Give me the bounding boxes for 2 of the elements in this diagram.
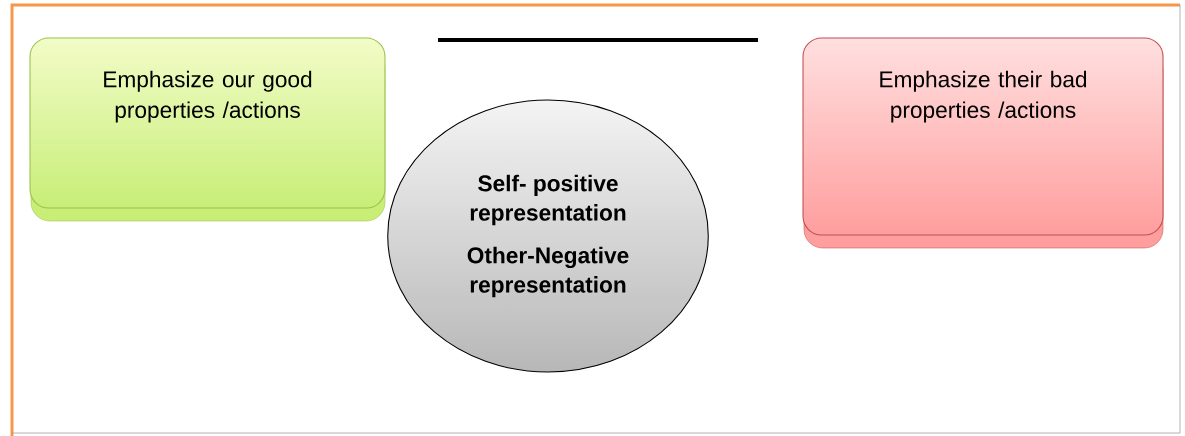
rounded-box: Emphasize their bad properties /actions: [802, 37, 1164, 249]
rounded-box: Emphasize our good properties /actions: [29, 37, 386, 222]
